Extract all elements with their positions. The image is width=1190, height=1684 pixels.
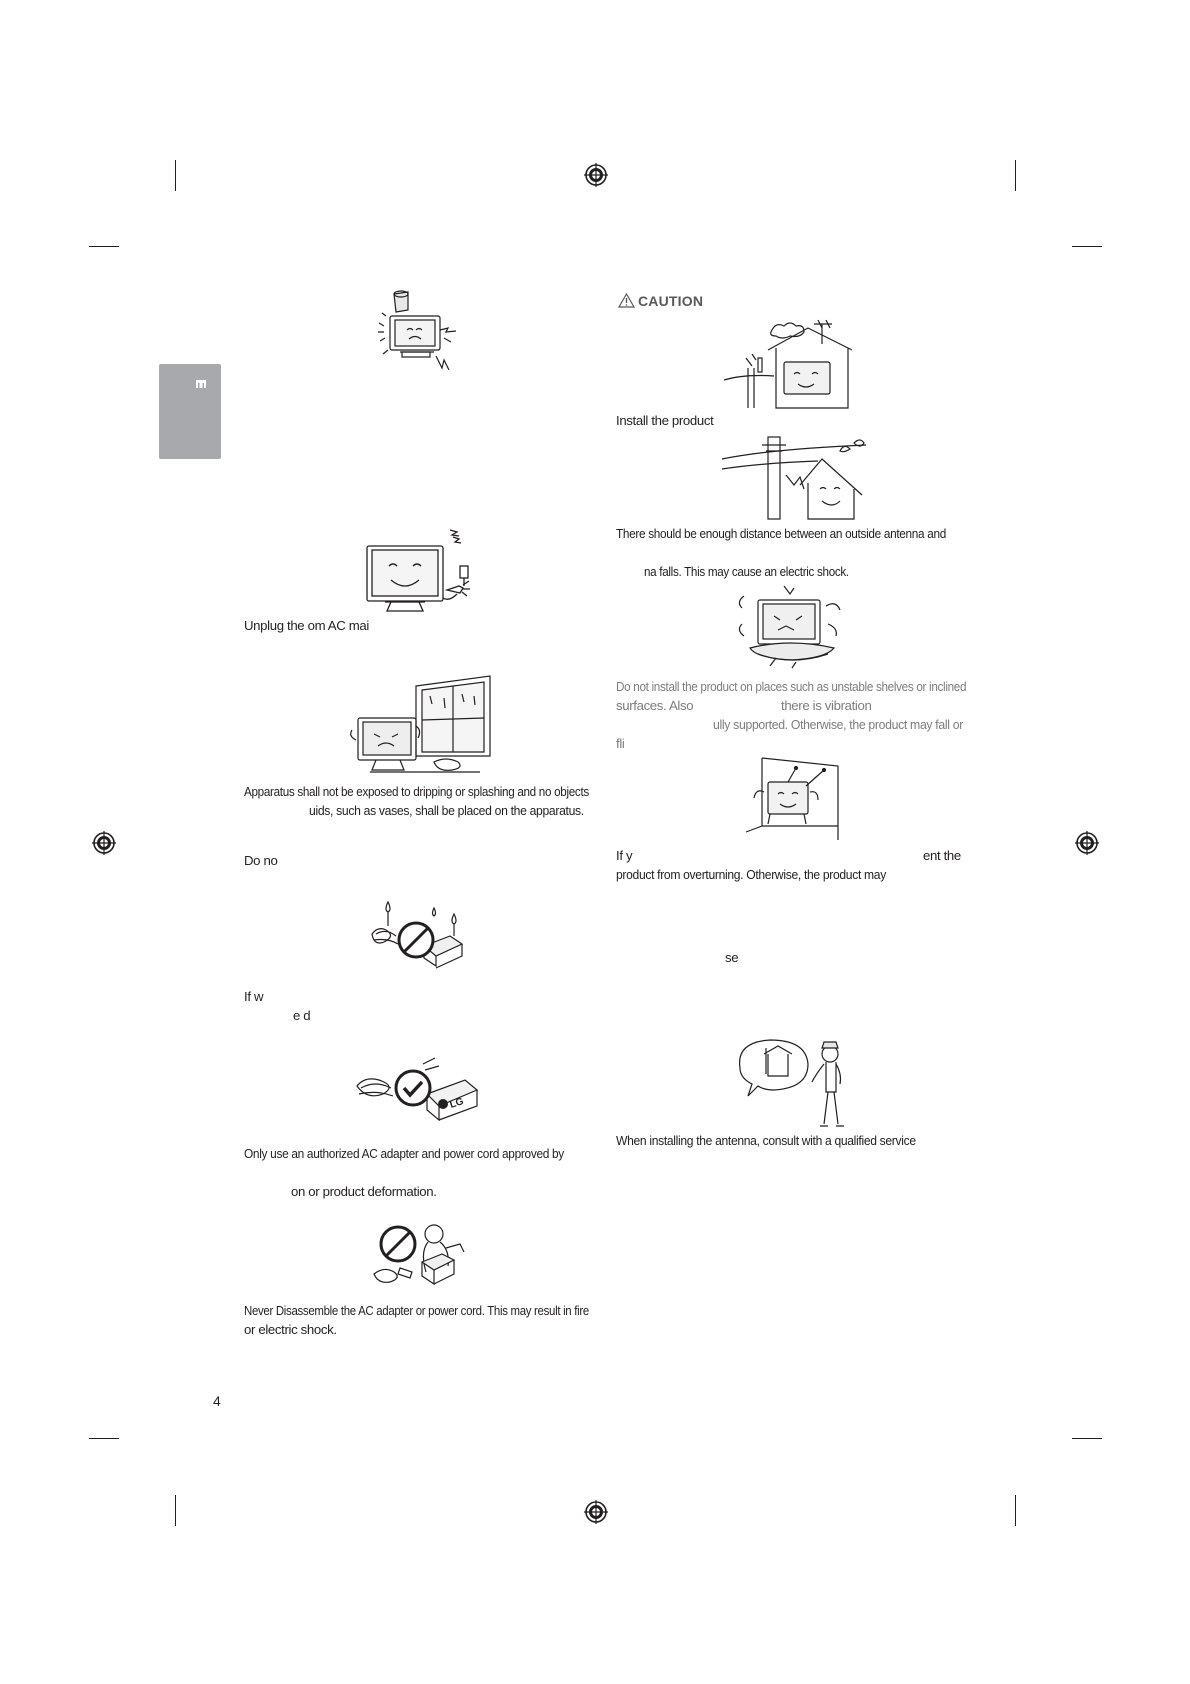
adapter-disassemble-prohibited-icon <box>373 1224 465 1286</box>
page-number: 4 <box>213 1393 221 1409</box>
disassemble-text-line2: or electric shock. <box>244 1322 337 1337</box>
disassemble-text-line1: Never Disassemble the AC adapter or powe… <box>244 1303 589 1318</box>
antenna-text-line1: There should be enough distance between … <box>616 526 946 541</box>
crop-mark-top-right-h <box>1072 246 1102 247</box>
crop-mark-bottom-left-h <box>89 1438 119 1439</box>
if-w-text-line1: If w <box>244 989 264 1004</box>
registration-mark-right-icon <box>1075 831 1099 855</box>
service-text: When installing the antenna, consult wit… <box>616 1133 916 1148</box>
crop-mark-bottom-right-h <box>1072 1438 1102 1439</box>
unstable-text-line2a: surfaces. Also <box>616 698 694 713</box>
adapter-lg-approved-icon: LG <box>356 1057 479 1122</box>
overturn-text-line2: product from overturning. Otherwise, the… <box>616 867 886 882</box>
lg-logo-text: LG <box>449 1096 466 1111</box>
section-side-tab <box>159 364 221 459</box>
service-technician-icon <box>738 1039 844 1127</box>
adapter-text-line1: Only use an authorized AC adapter and po… <box>244 1146 564 1161</box>
antenna-text-line2: na falls. This may cause an electric sho… <box>644 564 849 579</box>
crop-mark-top-left-v <box>175 160 176 191</box>
crop-mark-top-left-h <box>89 246 119 247</box>
overturn-text-line1b: ent the <box>923 848 961 863</box>
warning-triangle-icon <box>617 292 636 308</box>
tv-unstable-shelf-icon <box>738 585 841 669</box>
caution-label: CAUTION <box>638 293 704 309</box>
tv-window-splash-icon <box>350 675 491 773</box>
unstable-text-line4: fli <box>616 736 625 751</box>
se-text: se <box>725 950 739 965</box>
do-not-text: Do no <box>244 853 278 868</box>
house-antenna-icon <box>723 319 853 409</box>
crop-mark-bottom-left-v <box>175 1495 176 1526</box>
crop-mark-top-right-v <box>1015 160 1016 191</box>
adapter-water-prohibited-icon <box>371 900 464 969</box>
overturn-text-line1a: If y <box>616 848 633 863</box>
unstable-text-line2b: there is vibration <box>781 698 872 713</box>
apparatus-text-line1: Apparatus shall not be exposed to drippi… <box>244 784 589 799</box>
if-w-text-line2: e d <box>293 1008 311 1023</box>
unstable-text-line3: ully supported. Otherwise, the product m… <box>713 717 964 732</box>
apparatus-text-line2: uids, such as vases, shall be placed on … <box>309 803 584 818</box>
crop-mark-bottom-right-v <box>1015 1495 1016 1526</box>
registration-mark-bottom-icon <box>584 1500 608 1524</box>
tv-wall-fix-icon <box>745 757 839 840</box>
tv-unplug-icon <box>366 529 470 612</box>
adapter-text-line2: on or product deformation. <box>291 1184 437 1199</box>
install-text: Install the product <box>616 413 714 428</box>
unstable-text-line1: Do not install the product on places suc… <box>616 679 967 694</box>
antenna-powerline-icon <box>721 436 867 520</box>
language-tab-glyph-icon <box>196 380 206 388</box>
unplug-text: Unplug the om AC mai <box>244 618 369 633</box>
tv-hit-by-object-icon <box>378 290 457 371</box>
registration-mark-left-icon <box>92 831 116 855</box>
registration-mark-top-icon <box>584 163 608 187</box>
